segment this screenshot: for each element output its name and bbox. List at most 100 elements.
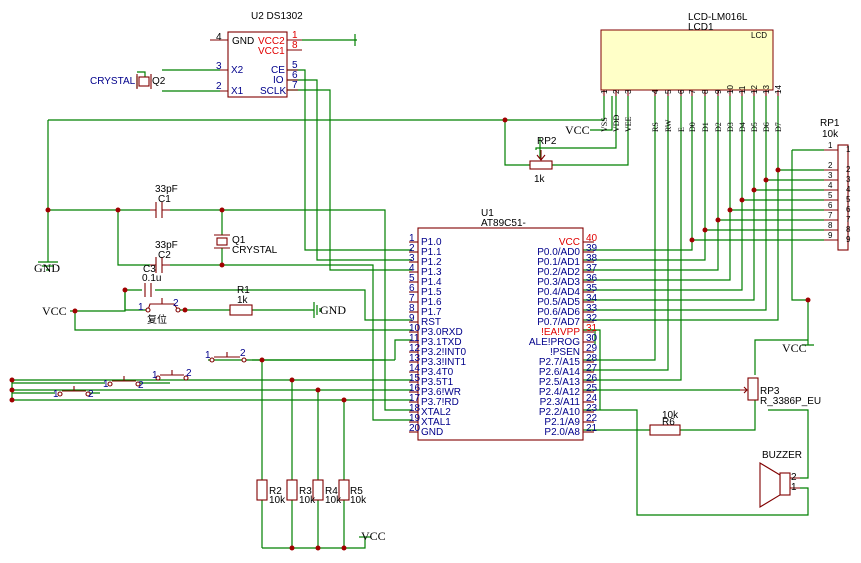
r6-value: 10k — [662, 410, 679, 421]
vcc-left-label: VCC — [42, 304, 67, 318]
u2-pin-io: IO — [273, 75, 284, 86]
c2-ref: C2 — [158, 250, 171, 261]
u1-right-pin-name: P2.3/A11 — [540, 397, 581, 408]
rp1-pin-right: 4 — [846, 185, 851, 194]
u1-left-pin-num: 9 — [409, 313, 415, 324]
lcd-pin-num: 3 — [624, 89, 633, 94]
crystal-q2: CRYSTAL Q2 — [90, 74, 166, 89]
rp1-pin-left: 2 — [828, 161, 833, 170]
u2-title: U2 DS1302 — [251, 11, 303, 22]
u1-left-pin-name: P1.6 — [421, 297, 442, 308]
rp2-pot: RP2 1k — [529, 136, 557, 185]
u1-left-pin-num: 13 — [409, 353, 421, 364]
resistor-r6: 10k R6 — [649, 410, 681, 436]
r1-ref: R1 — [237, 285, 250, 296]
sw2-pin1: 1 — [152, 370, 158, 381]
sw4-pin2: 2 — [88, 389, 94, 400]
r3-ref: R3 — [299, 486, 312, 497]
u1-right-pin-num: 28 — [586, 353, 598, 364]
u1-left-pin-name: P1.3 — [421, 267, 442, 278]
gnd-left: GND — [34, 255, 60, 275]
u1-left-pin-num: 17 — [409, 393, 421, 404]
u1-left-pin-name: RST — [421, 317, 441, 328]
lcd-pin-name: D1 — [701, 122, 710, 132]
buzzer-ref: BUZZER — [762, 450, 802, 461]
lcd-title: LCD-LM016L — [688, 12, 748, 23]
lcd-pin-num: 9 — [714, 89, 723, 94]
u1-right-pin-name: P2.1/A9 — [544, 417, 580, 428]
rp1-pin-left: 5 — [828, 191, 833, 200]
lcd-pin-name: VSS — [600, 117, 609, 132]
u1-right-pin-num: 24 — [586, 393, 598, 404]
u1-right-pin-num: 39 — [586, 243, 598, 254]
reset-pin2: 2 — [173, 298, 179, 309]
u1-right-pin-name: P0.5/AD5 — [537, 297, 580, 308]
u1-right-pin-name: VCC — [559, 237, 580, 248]
lcd-pin-name: RS — [651, 122, 660, 132]
u1-left-pin-num: 6 — [409, 283, 415, 294]
u1-right-pin-num: 38 — [586, 253, 598, 264]
vcc-bottom: VCC — [359, 529, 386, 543]
rp1-pin-left: 7 — [828, 211, 833, 220]
reset-switch: 1 2 复位 — [138, 298, 181, 326]
u1-left-pin-num: 2 — [409, 243, 415, 254]
u1-left-pin-name: P3.6!WR — [421, 387, 461, 398]
q2-ref: Q2 — [152, 76, 166, 87]
u1-right-pin-name: !EA!VPP — [541, 327, 580, 338]
lcd-pin-num: 6 — [677, 89, 686, 94]
lcd-pin-num: 11 — [738, 85, 747, 94]
u1-right-pin-num: 33 — [586, 303, 598, 314]
u1-left-pin-name: P3.3!INT1 — [421, 357, 466, 368]
q1-ref: Q1 — [232, 235, 246, 246]
reset-pin1: 1 — [138, 302, 144, 313]
buzzer-pin2: 2 — [791, 472, 797, 483]
crystal-q1: Q1 CRYSTAL — [214, 234, 278, 256]
lcd-pin-num: 14 — [774, 85, 783, 94]
u1-right-pin-num: 27 — [586, 363, 598, 374]
lcd-pin-num: 1 — [600, 89, 609, 94]
u1-right-pin-num: 34 — [586, 293, 598, 304]
u1-right-pin-name: !PSEN — [550, 347, 580, 358]
u2-pin-x1: X1 — [231, 86, 244, 97]
rp1-pin-right: 3 — [846, 175, 851, 184]
rp3-ref: RP3 — [760, 386, 780, 397]
u1-right-pin-name: P0.3/AD3 — [537, 277, 580, 288]
switch-rd: 1 2 — [53, 386, 94, 400]
rp1-pin-right: 8 — [846, 225, 851, 234]
buzzer-pin1: 1 — [791, 482, 797, 493]
sw3-pin1: 1 — [103, 379, 109, 390]
buzzer: BUZZER 2 1 — [759, 450, 802, 508]
vcc-lcd: VCC — [565, 123, 590, 137]
u1-right-pin-name: P2.2/A10 — [539, 407, 581, 418]
u1-right-pin-num: 32 — [586, 313, 598, 324]
u2-pin-vcc2: VCC2 — [258, 36, 285, 47]
lcd-pin-name: RW — [664, 119, 673, 132]
u2-num-5: 5 — [292, 60, 298, 71]
u1-right-pin-num: 29 — [586, 343, 598, 354]
u1-right-pin-name: P2.0/A8 — [544, 427, 580, 438]
u1-right-pin-num: 26 — [586, 373, 598, 384]
u2-pin-ce: CE — [271, 65, 285, 76]
u1-left-pin-num: 15 — [409, 373, 421, 384]
u2-num-8: 8 — [292, 40, 298, 51]
u1-left-pin-name: P1.5 — [421, 287, 442, 298]
u1-right-pin-num: 21 — [586, 423, 598, 434]
capacitor-c2: 33pF C2 — [150, 240, 178, 273]
u1-left-pin-num: 20 — [409, 423, 421, 434]
lcd-pin-name: VEE — [624, 116, 633, 132]
rp1-pin-left: 4 — [828, 181, 833, 190]
lcd-pin-num: 12 — [750, 85, 759, 94]
rp1-pin-right: 9 — [846, 235, 851, 244]
u1-ref: U1 — [481, 208, 494, 219]
vcc-right-label: VCC — [782, 341, 807, 355]
u1-right-pin-name: ALE!PROG — [529, 337, 580, 348]
u1-left-pin-name: P1.1 — [421, 247, 442, 258]
r1-value: 1k — [237, 295, 249, 306]
sw2-pin2: 2 — [186, 368, 192, 379]
u1-left-pin-num: 10 — [409, 323, 421, 334]
lcd-pin-name: D5 — [750, 122, 759, 132]
rp1-pin-right: 5 — [846, 195, 851, 204]
u1-left-pin-name: P3.1TXD — [421, 337, 462, 348]
